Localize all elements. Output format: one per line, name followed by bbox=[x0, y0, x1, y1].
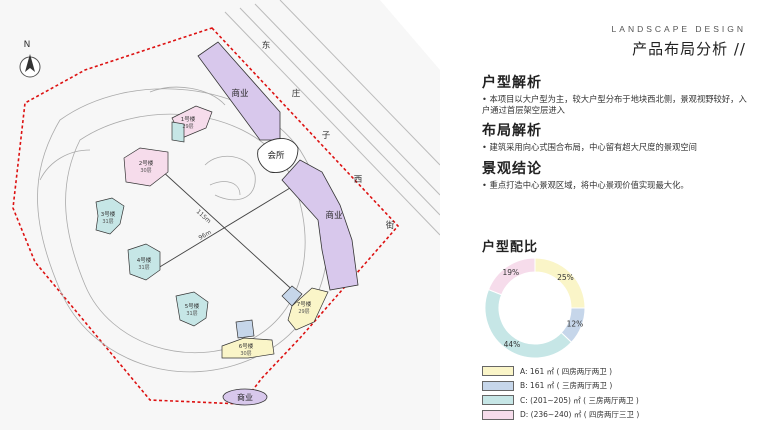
legend-swatch-b bbox=[482, 380, 514, 391]
donut-slice-a bbox=[534, 257, 586, 309]
section-landscape: 景观结论 • 重点打造中心景观区域，将中心景观价值实现最大化。 bbox=[482, 158, 750, 191]
legend-text-b: B: 161 ㎡ ( 三房两厅两卫 ) bbox=[520, 381, 613, 391]
legend-item-d: D: (236~240) ㎡ ( 四房两厅三卫 ) bbox=[482, 408, 639, 423]
donut-label-c: 44% bbox=[504, 340, 521, 349]
commercial-label-east: 商业 bbox=[325, 210, 342, 221]
building-3-name: 3号楼 bbox=[101, 210, 116, 218]
section-layout-title: 布局解析 bbox=[482, 123, 542, 139]
legend-swatch-a bbox=[482, 366, 514, 377]
legend-text-d: D: (236~240) ㎡ ( 四房两厅三卫 ) bbox=[520, 410, 640, 420]
legend-swatch-d bbox=[482, 409, 514, 420]
building-5-name: 5号楼 bbox=[185, 302, 200, 310]
building-3: 3号楼 31层 bbox=[95, 197, 125, 235]
unit-mix-legend: A: 161 ㎡ ( 四房两厅两卫 ) B: 161 ㎡ ( 三房两厅两卫 ) … bbox=[482, 364, 639, 422]
section-layout-text: • 建筑采用向心式围合布局，中心留有超大尺度的景观空间 bbox=[482, 142, 697, 152]
legend-item-b: B: 161 ㎡ ( 三房两厅两卫 ) bbox=[482, 379, 639, 394]
building-4-name: 4号楼 bbox=[137, 256, 152, 264]
building-7: 7号楼 29层 bbox=[281, 285, 329, 331]
unit-mix-title: 户型配比 bbox=[482, 240, 539, 255]
donut-label-a: 25% bbox=[557, 273, 574, 282]
donut-slice-c bbox=[484, 288, 573, 359]
building-1-name: 1号楼 bbox=[181, 115, 196, 123]
section-landscape-text: • 重点打造中心景观区域，将中心景观价值实现最大化。 bbox=[482, 180, 689, 190]
section-units: 户型解析 • 本项目以大户型为主，较大户型分布于地块西北侧，景观视野较好，入户通… bbox=[482, 72, 750, 116]
site-boundary bbox=[12, 27, 400, 405]
road-label-2: 庄 bbox=[292, 88, 301, 99]
building-2: 2号楼 30层 bbox=[123, 147, 169, 187]
legend-swatch-c bbox=[482, 395, 514, 406]
clubhouse-building bbox=[257, 138, 299, 173]
donut-label-d: 19% bbox=[502, 268, 519, 277]
building-1: 1号楼 29层 bbox=[171, 105, 213, 143]
commercial-building-north bbox=[197, 41, 281, 141]
building-6-name: 6号楼 bbox=[239, 342, 254, 350]
page-title: 产品布局分析 // bbox=[632, 40, 746, 58]
section-units-title: 户型解析 bbox=[482, 75, 542, 91]
legend-text-c: C: (201~205) ㎡ ( 三房两厅两卫 ) bbox=[520, 395, 639, 405]
building-6-floors: 30层 bbox=[240, 351, 251, 357]
north-arrow-icon: N bbox=[19, 40, 41, 78]
road-label-3: 子 bbox=[322, 131, 331, 141]
building-2-name: 2号楼 bbox=[139, 159, 154, 167]
road-label-4: 西 bbox=[354, 175, 363, 185]
section-units-text: • 本项目以大户型为主，较大户型分布于地块西北侧，景观视野较好，入户通过首层架空… bbox=[482, 94, 747, 115]
road-label-1: 东 bbox=[262, 40, 271, 51]
clubhouse-label: 会所 bbox=[267, 150, 285, 161]
building-3-floors: 31层 bbox=[102, 219, 113, 225]
legend-item-c: C: (201~205) ㎡ ( 三房两厅两卫 ) bbox=[482, 393, 639, 408]
commercial-label-north: 商业 bbox=[231, 88, 248, 99]
header-english: LANDSCAPE DESIGN bbox=[611, 24, 746, 34]
building-4: 4号楼 31层 bbox=[127, 243, 161, 281]
site-plan: 115m 96m N 东 庄 子 西 街 商业 商业 商业 会所 1号楼 29层… bbox=[12, 0, 440, 406]
building-4-floors: 31层 bbox=[138, 265, 149, 271]
building-1-floors: 29层 bbox=[182, 124, 193, 130]
donut-slice-d bbox=[487, 257, 536, 296]
commercial-label-south: 商业 bbox=[237, 392, 253, 402]
section-landscape-title: 景观结论 bbox=[482, 161, 542, 177]
dimension-line-96m bbox=[157, 187, 291, 269]
donut-label-b: 12% bbox=[567, 319, 584, 328]
legend-text-a: A: 161 ㎡ ( 四房两厅两卫 ) bbox=[520, 366, 613, 376]
building-5-floors: 31层 bbox=[186, 311, 197, 317]
building-7-floors: 29层 bbox=[298, 309, 309, 315]
building-5: 5号楼 31层 bbox=[175, 291, 209, 327]
building-7-name: 7号楼 bbox=[297, 300, 312, 308]
section-layout: 布局解析 • 建筑采用向心式围合布局，中心留有超大尺度的景观空间 bbox=[482, 120, 750, 153]
legend-item-a: A: 161 ㎡ ( 四房两厅两卫 ) bbox=[482, 364, 639, 379]
building-2-floors: 30层 bbox=[140, 168, 151, 174]
commercial-building-south bbox=[222, 388, 268, 406]
commercial-building-east bbox=[281, 159, 359, 291]
road-label-5: 街 bbox=[386, 220, 395, 231]
unit-mix-donut-chart: 25% 12% 44% 19% bbox=[484, 257, 586, 359]
north-label: N bbox=[24, 40, 31, 50]
building-6: 6号楼 30层 bbox=[221, 319, 275, 359]
